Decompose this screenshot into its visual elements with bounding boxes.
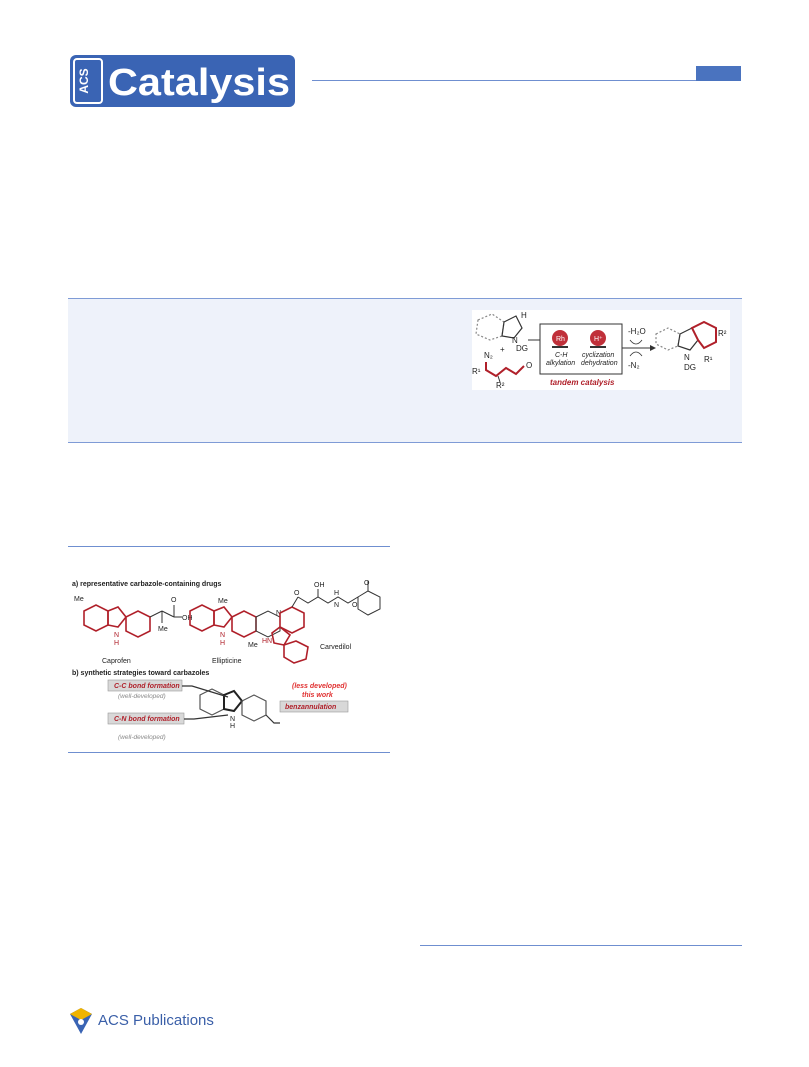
- footnote-rule: [420, 945, 742, 946]
- header-rule: [312, 80, 696, 81]
- toc-h-label: H: [521, 311, 527, 320]
- toc-step2-line2: dehydration: [581, 360, 618, 367]
- caprofen-me2-label: Me: [158, 626, 168, 633]
- toc-r2-left-label: R²: [496, 381, 505, 390]
- caprofen-oh-label: OH: [182, 615, 193, 622]
- carvedilol-hn-label: HN: [262, 638, 272, 645]
- ellipticine-h-label: H: [220, 640, 225, 647]
- toc-n-label: N: [512, 336, 518, 345]
- toc-graphic: H N DG + N₂ R¹ O R² Rh H⁺ C-H alkylation…: [472, 310, 730, 390]
- journal-logo: ACS Catalysis: [70, 55, 295, 107]
- ellipticine-core-n-label: N: [220, 632, 225, 639]
- diazo-reactant: N₂ R¹ O R²: [472, 351, 532, 390]
- figure1-bottom-rule: [68, 752, 390, 753]
- caprofen-n-label: N: [114, 632, 119, 639]
- toc-plus-label: +: [500, 345, 505, 354]
- cn-bond-note: (well-developed): [118, 734, 166, 741]
- cc-bond-label: C-C bond formation: [114, 683, 180, 690]
- indole-reactant: H N DG +: [475, 311, 528, 354]
- caprofen-h-label: H: [114, 640, 119, 647]
- carvedilol-oh-label: OH: [314, 582, 325, 589]
- catalyst-box: [539, 323, 623, 375]
- carbazole-core-b: N H: [182, 685, 280, 730]
- toc-o-label: O: [526, 361, 532, 370]
- caprofen-me-label: Me: [74, 596, 84, 603]
- caprofen-o-label: O: [171, 597, 177, 604]
- toc-r1-right-label: R¹: [704, 355, 713, 364]
- figure1-title-b: b) synthetic strategies toward carbazole…: [72, 670, 209, 677]
- toc-step2-line1: cyclization: [582, 352, 614, 359]
- this-work-label: this work: [302, 692, 334, 699]
- toc-dg-right-label: DG: [684, 363, 696, 372]
- toc-tandem-label: tandem catalysis: [550, 378, 615, 387]
- publisher-logo: ACS Publications: [68, 1002, 228, 1042]
- toc-minus-h2o: -H₂O: [628, 327, 646, 336]
- caprofen-structure: Me Me O OH N H Caprofen: [74, 596, 193, 665]
- carvedilol-o1-label: O: [294, 590, 300, 597]
- drug-label-caprofen: Caprofen: [102, 658, 131, 665]
- toc-hplus-label: H⁺: [594, 336, 603, 343]
- figure-1: a) representative carbazole-containing d…: [68, 577, 388, 745]
- toc-n2-label: N₂: [484, 351, 493, 360]
- figure1-top-rule: [68, 546, 390, 547]
- logo-acs-text: ACS: [77, 68, 91, 93]
- toc-step1-line1: C-H: [555, 352, 568, 359]
- toc-n-right-label: N: [684, 353, 690, 362]
- carvedilol-o2-label: O: [352, 602, 358, 609]
- toc-minus-n2: -N₂: [628, 361, 640, 370]
- cc-bond-note: (well-developed): [118, 693, 166, 700]
- toc-r1-left-label: R¹: [472, 367, 481, 376]
- logo-journal-name: Catalysis: [108, 62, 290, 104]
- toc-r2-right-label: R²: [718, 329, 727, 338]
- toc-dg-left-label: DG: [516, 344, 528, 353]
- ellipticine-me-top-label: Me: [218, 598, 228, 605]
- carbazole-b-n-label: N: [230, 716, 235, 723]
- carvedilol-h-label: H: [334, 590, 339, 597]
- carbazole-product: N DG R¹ R²: [655, 320, 727, 372]
- drug-label-ellipticine: Ellipticine: [212, 658, 242, 665]
- ellipticine-structure: Me Me N N H Ellipticine: [189, 598, 281, 665]
- toc-step1-line2: alkylation: [546, 360, 575, 367]
- ellipticine-me-bottom-label: Me: [248, 642, 258, 649]
- toc-rh-label: Rh: [556, 336, 565, 343]
- carbazole-b-h-label: H: [230, 723, 235, 730]
- benzannulation-label-box: [279, 700, 349, 713]
- rh-catalyst-icon: [552, 330, 568, 346]
- carvedilol-n-label: N: [334, 602, 339, 609]
- acs-shield-icon: [70, 1008, 92, 1034]
- benzannulation-label: benzannulation: [285, 704, 336, 711]
- cn-bond-label: C-N bond formation: [114, 716, 180, 723]
- header-page-tab: [696, 66, 741, 81]
- acid-catalyst-icon: [590, 330, 606, 346]
- carvedilol-structure: O OH H N O O HN Carvedilol: [262, 580, 381, 664]
- carvedilol-o3-label: O: [364, 580, 370, 587]
- publisher-name: ACS Publications: [98, 1012, 214, 1029]
- less-developed-label: (less developed): [292, 683, 348, 690]
- ellipticine-n-label: N: [276, 610, 281, 617]
- figure1-title-a: a) representative carbazole-containing d…: [72, 581, 221, 588]
- drug-label-carvedilol: Carvedilol: [320, 644, 352, 651]
